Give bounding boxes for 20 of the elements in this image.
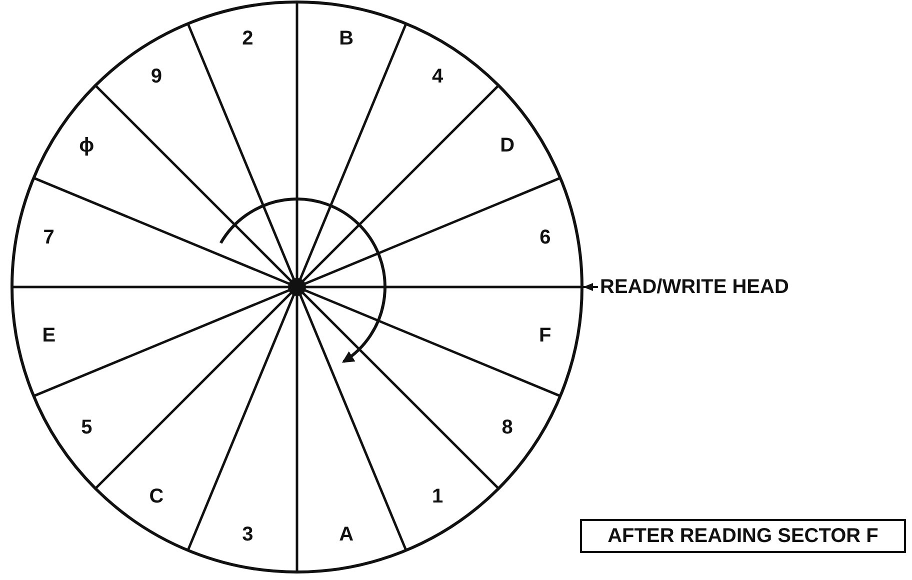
head-label: READ/WRITE HEAD — [600, 274, 890, 300]
sector-label: 2 — [242, 27, 254, 50]
sector-label: D — [500, 134, 515, 158]
sector-label: F — [539, 324, 552, 348]
sector-label: E — [42, 324, 56, 348]
arrow — [583, 283, 598, 291]
sector-label: A — [339, 524, 354, 547]
sector-label: 6 — [540, 226, 551, 250]
sector-label: 5 — [81, 416, 92, 440]
disk-drawing — [9, 0, 585, 575]
sector-label: 3 — [242, 524, 254, 547]
sector-label: B — [339, 27, 354, 50]
sector-label: 7 — [43, 226, 54, 250]
sector-label: 1 — [432, 486, 444, 509]
sector-label: C — [149, 486, 164, 509]
sector-label: 4 — [432, 65, 444, 88]
sector-label: ϕ — [79, 134, 94, 158]
sector-label: 8 — [502, 416, 513, 440]
caption-box: AFTER READING SECTOR F — [580, 519, 906, 553]
sector-label: 9 — [150, 65, 162, 88]
